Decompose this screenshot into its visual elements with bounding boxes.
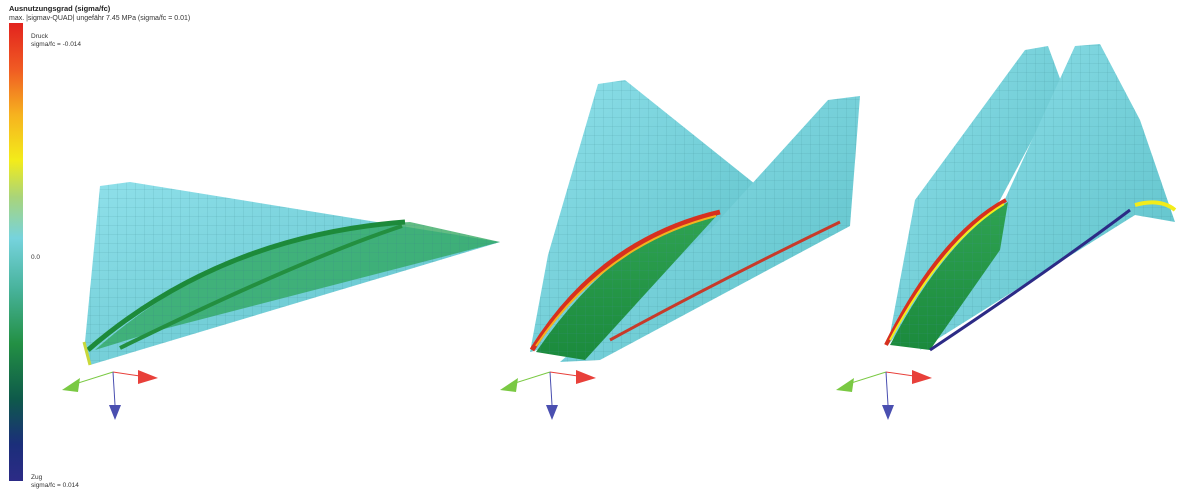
legend-subtitle: max. |sigmav-QUAD| ungefähr 7.45 MPa (si… <box>9 15 191 22</box>
color-scale-bar <box>9 23 23 481</box>
scale-bottom-label: Zug <box>31 474 43 481</box>
axis-triad-2 <box>500 370 596 420</box>
y-axis-cone <box>62 378 80 392</box>
legend-header: Ausnutzungsgrad (sigma/fc) max. |sigmav-… <box>9 4 190 24</box>
scale-top-value: sigma/fc = -0.014 <box>31 41 82 48</box>
z-axis-cone <box>882 405 894 420</box>
shell-model-view-1 <box>82 182 500 366</box>
legend-title: Ausnutzungsgrad (sigma/fc) <box>9 4 111 13</box>
axis-triad-1 <box>62 370 158 420</box>
y-axis-cone <box>836 378 854 392</box>
y-axis-cone <box>500 378 518 392</box>
axis-triad-3 <box>836 370 932 420</box>
scale-bottom-value: sigma/fc = 0.014 <box>31 482 79 489</box>
x-axis-cone <box>576 370 596 384</box>
scale-top-label: Druck <box>31 33 48 40</box>
x-axis-cone <box>138 370 158 384</box>
scale-mid-value: 0.0 <box>31 254 41 261</box>
shell-model-view-2 <box>529 80 860 362</box>
shell-model-view-3 <box>884 44 1177 352</box>
z-axis-cone <box>109 405 121 420</box>
x-axis-cone <box>912 370 932 384</box>
z-axis-cone <box>546 405 558 420</box>
